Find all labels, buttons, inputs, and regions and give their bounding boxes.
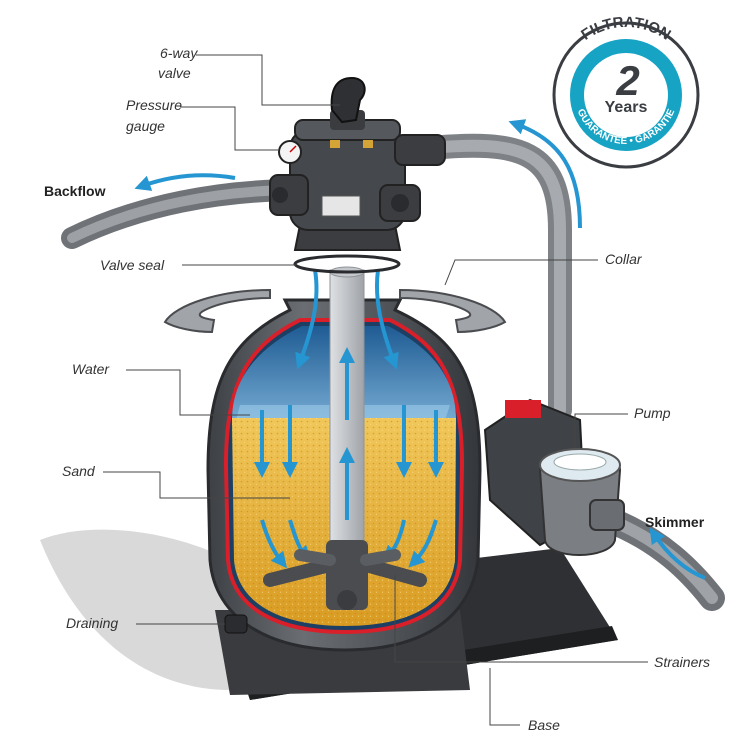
collar-clamp-left (163, 288, 271, 334)
pressure-gauge (278, 140, 302, 164)
strainers (263, 540, 427, 610)
label-skimmer: Skimmer (645, 514, 705, 530)
badge-number: 2 (615, 57, 639, 104)
pump (483, 398, 625, 556)
label-six-way-valve-2: valve (158, 65, 191, 81)
drain-plug (224, 614, 248, 634)
label-draining: Draining (66, 615, 118, 631)
label-pressure-gauge-1: Pressure (126, 97, 182, 113)
label-valve-seal: Valve seal (100, 257, 165, 273)
label-six-way-valve-1: 6-way (160, 45, 198, 61)
label-strainers: Strainers (654, 654, 710, 670)
skimmer-flow-arrow (649, 527, 706, 580)
label-pump: Pump (634, 405, 671, 421)
ground-shadow (40, 529, 230, 690)
backflow-arrow (134, 173, 236, 191)
collar-clamp-right (399, 288, 507, 334)
return-flow-arrow (508, 119, 582, 229)
label-water: Water (72, 361, 110, 377)
label-base: Base (528, 717, 560, 733)
valve-handle (330, 76, 366, 124)
label-backflow: Backflow (44, 183, 106, 199)
valve-seal-ring (293, 254, 401, 274)
label-sand: Sand (62, 463, 96, 479)
label-pressure-gauge-2: gauge (126, 118, 165, 134)
label-collar: Collar (605, 251, 643, 267)
leader-lines (103, 54, 648, 726)
six-way-valve (269, 76, 446, 251)
guarantee-badge: FILTRATION GUARANTEE • GARANTIE 2 Years (552, 14, 700, 169)
labels: 6-way valve Pressure gauge Backflow Valv… (44, 45, 710, 733)
badge-unit: Years (605, 99, 648, 116)
